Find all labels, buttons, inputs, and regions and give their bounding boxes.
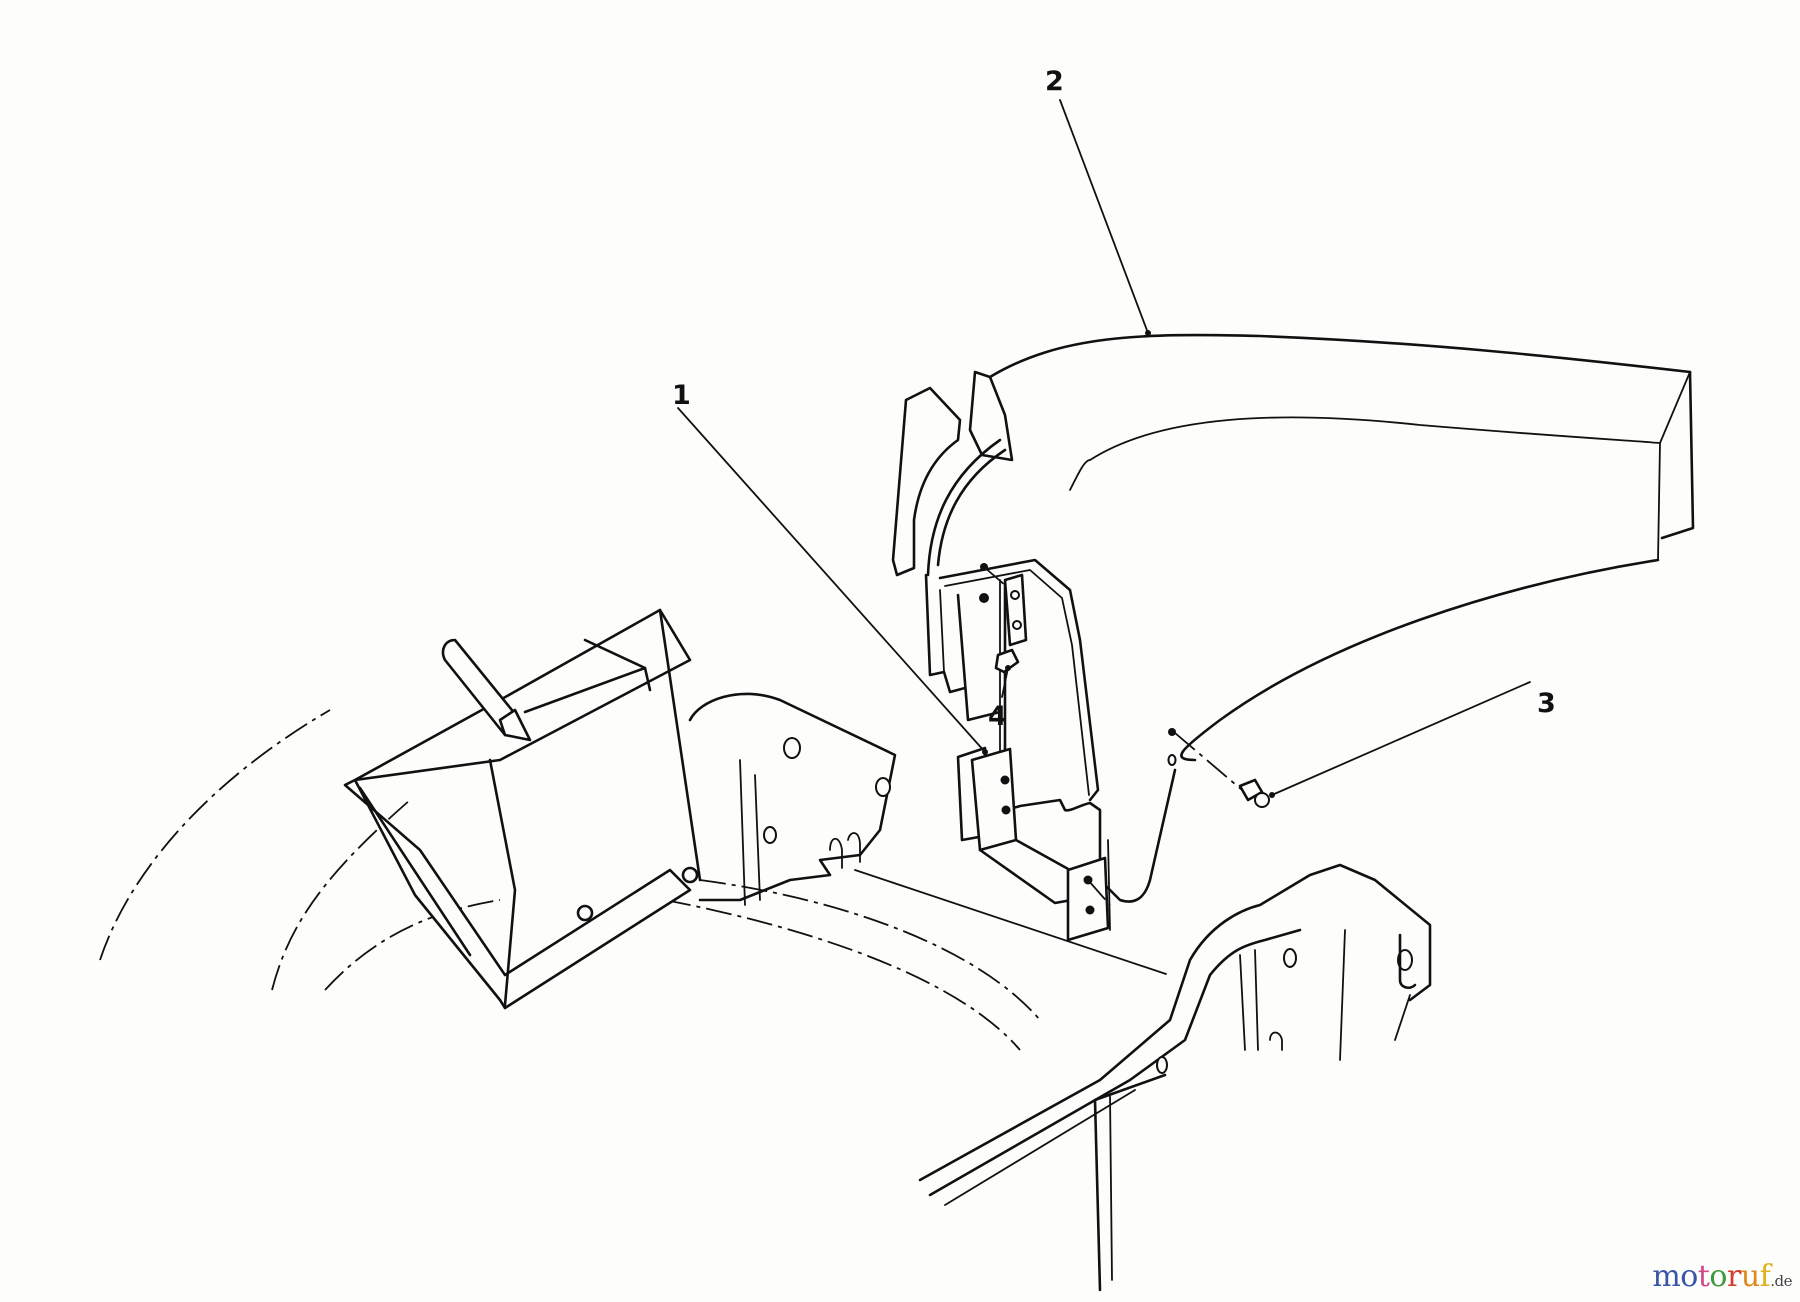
wm-letter: t: [1697, 1259, 1710, 1294]
wm-letter: o: [1709, 1259, 1727, 1294]
wm-tld: .de: [1770, 1272, 1792, 1290]
callout-1: 1: [672, 380, 691, 411]
wm-letter: f: [1759, 1259, 1771, 1294]
bolt-part: [1174, 732, 1270, 808]
callout-4: 4: [988, 701, 1007, 732]
u-bracket-part: [956, 746, 1111, 942]
callout-3: 3: [1537, 688, 1556, 719]
clip-plate-part: [983, 566, 1028, 674]
discharge-chute-part: [891, 333, 1695, 931]
wm-letter: o: [1680, 1259, 1698, 1294]
callout-2: 2: [1045, 66, 1064, 97]
wm-letter: r: [1726, 1259, 1741, 1294]
wm-letter: u: [1740, 1259, 1760, 1294]
watermark-logo: motoruf.de: [1652, 1262, 1792, 1292]
rear-frame-part: [918, 863, 1432, 1292]
mower-deck-part: [99, 608, 1167, 1051]
wm-letter: m: [1652, 1259, 1681, 1294]
leader-lines: [677, 99, 1531, 798]
